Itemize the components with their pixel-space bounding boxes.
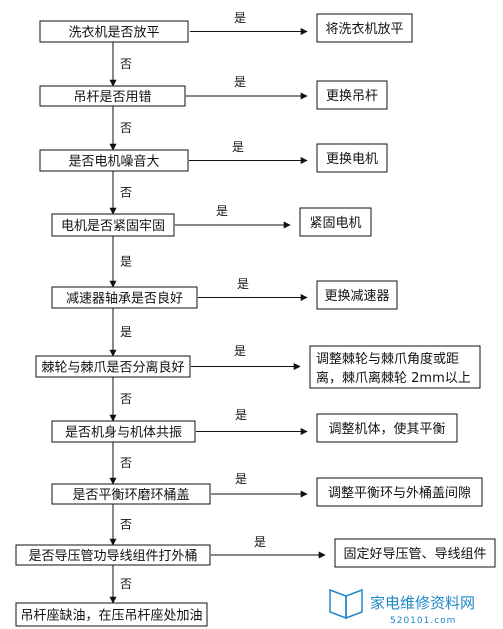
next-label: 否 xyxy=(120,456,132,470)
question-label: 棘轮与棘爪是否分离良好 xyxy=(41,360,184,376)
action-label: 更换吊杆 xyxy=(326,89,378,104)
next-label: 否 xyxy=(120,121,132,135)
yes-label: 是 xyxy=(254,535,266,549)
yes-label: 是 xyxy=(232,140,244,154)
question-label: 电机是否紧固牢固 xyxy=(61,219,165,234)
final-action-box xyxy=(15,602,208,627)
action-box xyxy=(309,345,481,389)
action-label: 紧固电机 xyxy=(309,216,361,231)
next-label: 否 xyxy=(120,577,132,591)
action-label: 调整平衡环与外桶盖间隙 xyxy=(328,486,471,501)
next-label: 否 xyxy=(120,392,132,406)
question-label: 吊杆是否用错 xyxy=(73,90,151,105)
action-box xyxy=(316,80,388,110)
action-label-line: 离，棘爪离棘轮 2mm以上 xyxy=(316,370,471,386)
yes-label: 是 xyxy=(234,11,246,25)
question-label: 是否平衡环磨环桶盖 xyxy=(72,488,189,503)
yes-label: 是 xyxy=(237,277,249,291)
action-label: 将洗衣机放平 xyxy=(325,21,403,37)
action-label: 更换电机 xyxy=(326,152,378,167)
question-box xyxy=(39,20,189,43)
action-box xyxy=(334,538,496,568)
question-label: 是否机身与机体共振 xyxy=(65,425,182,441)
watermark-text: 家电维修资料网 xyxy=(370,594,475,612)
next-label: 否 xyxy=(120,518,132,532)
yes-label: 是 xyxy=(235,472,247,486)
action-box xyxy=(299,207,372,237)
yes-label: 是 xyxy=(234,75,246,89)
next-label: 是 xyxy=(120,255,132,269)
next-label: 是 xyxy=(120,325,132,339)
action-label: 调整机体，使其平衡 xyxy=(328,421,445,437)
question-label: 减速器轴承是否良好 xyxy=(66,291,183,307)
question-label: 是否导压管功导线组件打外桶 xyxy=(28,549,197,564)
next-label: 否 xyxy=(120,186,132,200)
next-label: 否 xyxy=(120,57,132,71)
final-action-label: 吊杆座缺油，在压吊杆座处加油 xyxy=(20,609,202,624)
action-label-line: 调整棘轮与棘爪角度或距 xyxy=(316,351,459,367)
watermark-url: 520101.com xyxy=(390,616,456,626)
action-box xyxy=(316,280,398,310)
action-box xyxy=(316,413,458,443)
question-box xyxy=(51,286,198,309)
question-box xyxy=(51,420,196,443)
action-box xyxy=(316,143,388,173)
yes-label: 是 xyxy=(235,408,247,422)
yes-label: 是 xyxy=(234,344,246,358)
action-box xyxy=(316,13,413,43)
question-label: 是否电机噪音大 xyxy=(68,154,159,170)
action-box xyxy=(316,477,483,507)
watermark: 家电维修资料网 520101.com xyxy=(329,588,475,626)
question-box xyxy=(39,149,189,172)
action-label: 固定好导压管、导线组件 xyxy=(343,547,486,562)
book-logo-icon xyxy=(329,588,363,620)
yes-label: 是 xyxy=(216,204,228,218)
question-box xyxy=(51,483,211,505)
question-label: 洗衣机是否放平 xyxy=(68,25,159,41)
flowchart-nodes: 洗衣机是否放平是将洗衣机放平否吊杆是否用错是更换吊杆否是否电机噪音大是更换电机否… xyxy=(15,11,496,627)
action-label: 更换减速器 xyxy=(324,289,389,304)
